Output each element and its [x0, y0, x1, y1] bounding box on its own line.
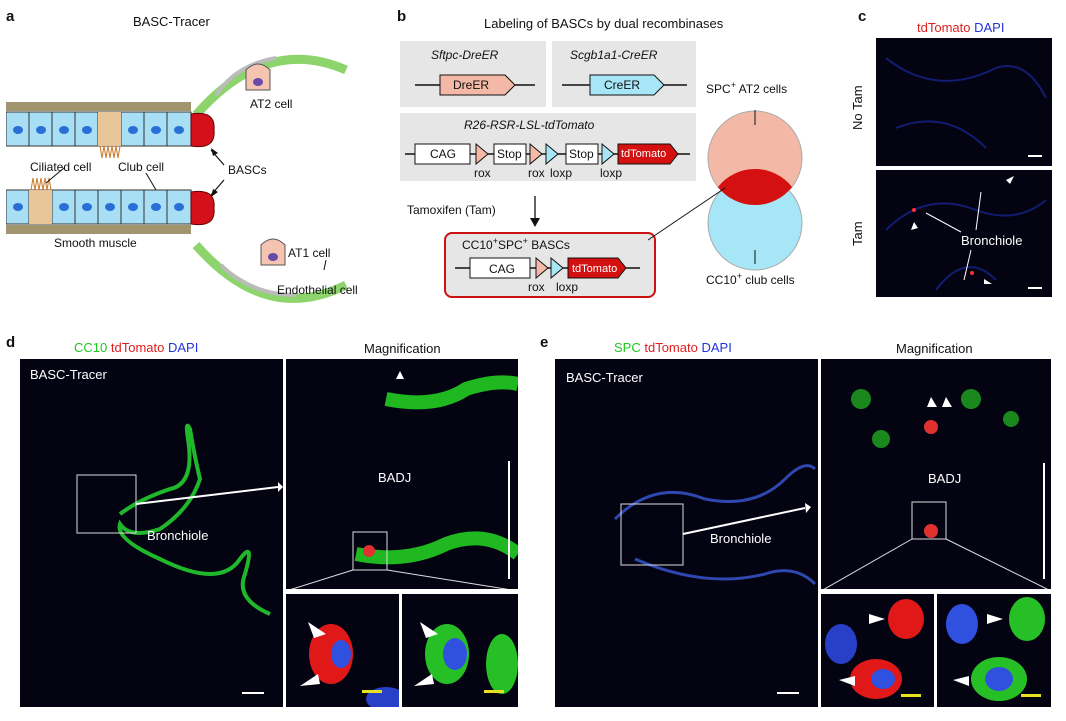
panel-e-overview-image: [555, 359, 818, 707]
panel-d-zoom-red: [286, 594, 399, 707]
alveolus-lower-arc: [192, 242, 349, 303]
scgb1a1-creer-box: [552, 41, 696, 107]
panel-c-no-tam-image: [876, 38, 1052, 166]
panel-c-bronchiole-label: Bronchiole: [961, 233, 1023, 248]
panel-d-magnification-image: [286, 359, 518, 589]
scgb1a1-creer-label: Scgb1a1-CreER: [570, 48, 658, 62]
loxp-text-3: loxp: [556, 280, 579, 294]
panel-e-zoom-green: [937, 594, 1051, 707]
stop-text-1: Stop: [497, 147, 522, 161]
panel-e-letter: e: [540, 334, 549, 351]
panel-d-letter: d: [6, 334, 16, 351]
tdtomato-text-1: tdTomato: [621, 148, 667, 160]
basc-tracer-schematic: [6, 54, 349, 303]
panel-c-no-tam-label: No Tam: [850, 85, 865, 130]
panel-c-stain-legend: tdTomato DAPI: [917, 20, 1005, 35]
label-club-cell: Club cell: [118, 160, 165, 174]
cag-text-2: CAG: [489, 262, 516, 276]
panel-d-magnification-title: Magnification: [364, 341, 441, 356]
panel-a-title: BASC-Tracer: [133, 14, 210, 29]
venn-diagram: [647, 110, 803, 271]
dreer-text: DreER: [453, 78, 490, 92]
panel-e-inset-label: BASC-Tracer: [566, 370, 643, 385]
label-at2-cell: AT2 cell: [250, 97, 293, 111]
panel-c-letter: c: [858, 8, 867, 25]
panel-d-badj-label: BADJ: [378, 470, 412, 485]
venn-cc10-label: CC10+ club cells: [706, 271, 795, 287]
creer-text: CreER: [604, 78, 641, 92]
panel-e-magnification-title: Magnification: [896, 341, 973, 356]
venn-intersection: [718, 178, 792, 195]
panel-a-letter: a: [6, 8, 15, 25]
label-bascs: BASCs: [228, 163, 267, 177]
panel-d-bronchiole-label: Bronchiole: [147, 528, 209, 543]
panel-d-inset-label: BASC-Tracer: [30, 367, 107, 382]
rox-text-2: rox: [528, 166, 545, 180]
panel-d-stain-legend: CC10 tdTomato DAPI: [74, 340, 199, 355]
basc-box-label: CC10+SPC+ BASCs: [462, 236, 570, 252]
upper-epithelium: [6, 102, 192, 159]
d-zoom-box: [76, 474, 137, 534]
basc-cell-upper: [190, 112, 215, 148]
label-smooth-muscle: Smooth muscle: [54, 236, 137, 250]
panel-e-badj-label: BADJ: [928, 471, 962, 486]
panel-d-overview-image: [20, 359, 283, 707]
tdtomato-cassette: [617, 143, 679, 165]
tamoxifen-label: Tamoxifen (Tam): [407, 203, 496, 217]
panel-e-stain-legend: SPC tdTomato DAPI: [614, 340, 732, 355]
r26-label: R26-RSR-LSL-tdTomato: [464, 118, 595, 132]
sftpc-dreer-label: Sftpc-DreER: [431, 48, 499, 62]
cag-text: CAG: [430, 147, 457, 161]
creer-cassette: [589, 74, 665, 96]
panel-d-zoom-green: [402, 594, 518, 707]
label-at1-cell: AT1 cell: [288, 246, 331, 260]
panel-e-bronchiole-label: Bronchiole: [710, 531, 772, 546]
tamoxifen-arrow: [530, 196, 540, 227]
rox-text-1: rox: [474, 166, 491, 180]
panel-c-tam-label: Tam: [850, 221, 865, 246]
dreer-cassette: [439, 74, 516, 96]
panel-e-zoom-red: [821, 594, 934, 707]
d-bronchiole-epithelium: [117, 423, 271, 616]
lower-epithelium: [6, 177, 192, 234]
e-zoom-box: [620, 503, 684, 566]
loxp-text-2: loxp: [600, 166, 623, 180]
stop-text-2: Stop: [569, 147, 594, 161]
panel-b-title: Labeling of BASCs by dual recombinases: [484, 16, 724, 31]
alveolus-upper-arc: [192, 54, 348, 118]
panel-b-letter: b: [397, 8, 407, 25]
panel-c-tam-image: [876, 170, 1052, 297]
loxp-text-1: loxp: [550, 166, 573, 180]
rox-text-3: rox: [528, 280, 545, 294]
label-ciliated-cell: Ciliated cell: [30, 160, 92, 174]
basc-cell-lower: [190, 190, 215, 226]
tdtomato-text-2: tdTomato: [572, 263, 618, 275]
sftpc-dreer-box: [400, 41, 546, 107]
label-endothelial-cell: Endothelial cell: [277, 283, 358, 297]
venn-spc-label: SPC+ AT2 cells: [706, 80, 788, 96]
at2-cell: [245, 63, 271, 91]
panel-e-magnification-image: [821, 359, 1051, 589]
